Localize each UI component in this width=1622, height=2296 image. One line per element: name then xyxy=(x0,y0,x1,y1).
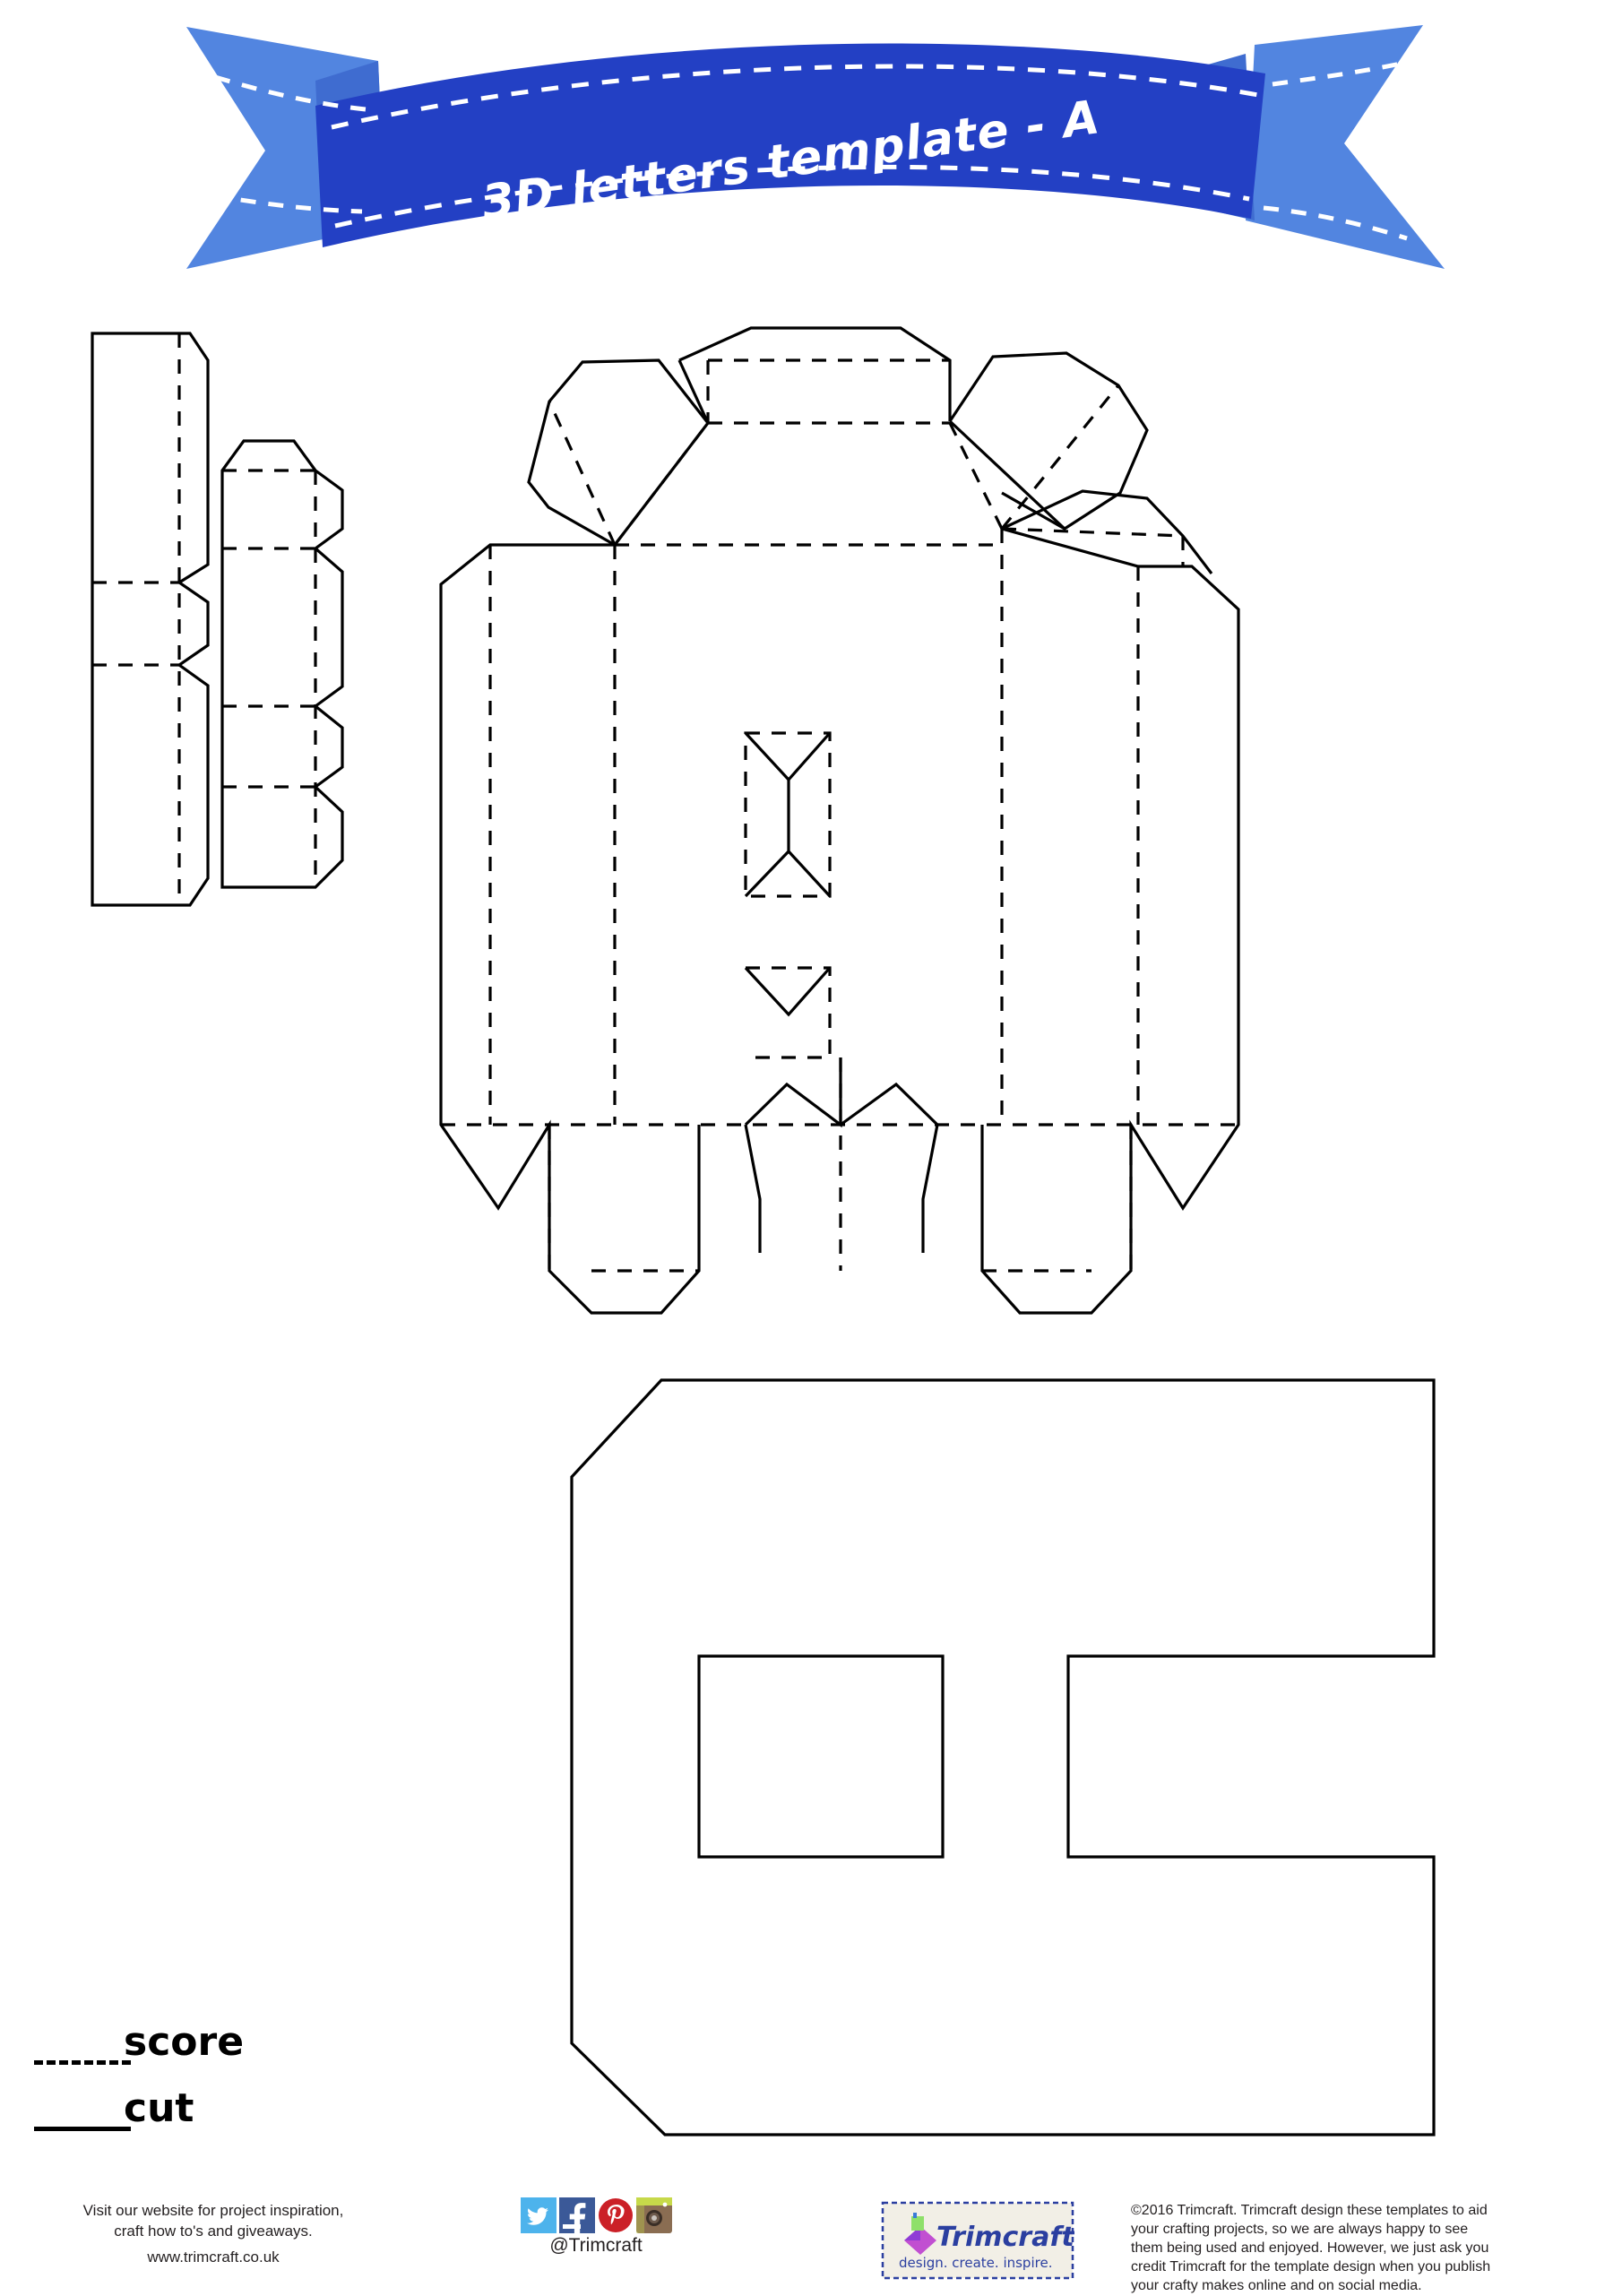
strip2-outline xyxy=(220,439,344,889)
top-right-flap-lower xyxy=(1001,491,1066,531)
top-right-flap xyxy=(948,351,1149,531)
facebook-icon[interactable] xyxy=(558,2197,595,2233)
logo-brand: Trimcraft xyxy=(936,2222,1074,2253)
footer-social: @Trimcraft xyxy=(488,2197,703,2257)
leg-left-inner xyxy=(744,1124,762,1253)
copyright-line-1: ©2016 Trimcraft. Trimcraft design these … xyxy=(1131,2203,1488,2218)
pinterest-icon[interactable] xyxy=(598,2197,634,2233)
top-centre-flap xyxy=(678,326,952,421)
banner: 3D letters template - A xyxy=(0,0,1622,269)
copyright-line-4: credit Trimcraft for the template design… xyxy=(1131,2259,1491,2275)
legend: score cut xyxy=(34,2019,410,2173)
logo-diamond-icon xyxy=(904,2213,936,2255)
leg-divider-2 xyxy=(840,1082,939,1126)
copyright-line-2: your crafting projects, so we are always… xyxy=(1131,2222,1469,2238)
right-body-outline xyxy=(980,527,1240,1315)
side-strip-left-inner xyxy=(220,439,344,889)
ribbon-front xyxy=(315,43,1265,248)
left-body-outline xyxy=(439,543,701,1315)
footer: Visit our website for project inspiratio… xyxy=(0,2194,1622,2294)
counter-lower-inner xyxy=(744,966,832,1017)
social-handle: @Trimcraft xyxy=(549,2235,643,2256)
letter-a-face xyxy=(570,1378,1436,2136)
logo-tagline: design. create. inspire. xyxy=(899,2255,1052,2271)
legend-label-cut: cut xyxy=(124,2085,194,2131)
top-right-outer-flap xyxy=(1001,489,1213,574)
social-icon-row xyxy=(488,2197,703,2233)
cut-line-sample xyxy=(34,2127,131,2131)
side-strip-left-outer xyxy=(91,332,210,907)
footer-copyright: ©2016 Trimcraft. Trimcraft design these … xyxy=(1131,2201,1600,2296)
promo-line-1: Visit our website for project inspiratio… xyxy=(82,2202,344,2219)
strip1-outline xyxy=(91,332,210,907)
letter-a-face-counter xyxy=(697,1654,945,1859)
stitch-front-bottom xyxy=(334,164,1250,229)
papercraft-net xyxy=(91,326,1436,2136)
website-url[interactable]: www.trimcraft.co.uk xyxy=(147,2248,280,2266)
score-line-sample xyxy=(34,2060,131,2065)
counter-upper-inner2 xyxy=(744,849,832,898)
letter-a-face-outline xyxy=(570,1378,1436,2136)
footer-website-promo: Visit our website for project inspiratio… xyxy=(25,2201,401,2268)
trimcraft-logo[interactable]: Trimcraft design. create. inspire. xyxy=(881,2201,1074,2280)
leg-right-inner xyxy=(921,1124,939,1253)
score-flap-right-outer xyxy=(1001,527,1184,538)
template-artwork xyxy=(0,197,1622,2151)
ribbon-tail-right xyxy=(1246,25,1445,269)
letter-a-wrap xyxy=(439,326,1240,1315)
score-flap-right-diag xyxy=(1000,384,1120,531)
promo-line-2: craft how to's and giveaways. xyxy=(114,2222,313,2240)
copyright-line-5: your crafty makes online and on social m… xyxy=(1131,2278,1422,2294)
score-flap-left-diag xyxy=(548,401,617,546)
counter-upper-inner xyxy=(744,731,832,782)
counter-lower-outline xyxy=(746,966,832,1059)
copyright-line-3: them being used and enjoyed. However, we… xyxy=(1131,2240,1489,2257)
banner-ribbon: 3D letters template - A xyxy=(186,25,1445,269)
stitch-tail-right xyxy=(1272,60,1406,87)
instagram-icon[interactable] xyxy=(635,2197,672,2233)
legend-item-score: score xyxy=(34,2019,410,2087)
top-left-flap xyxy=(527,358,710,548)
legend-item-cut: cut xyxy=(34,2085,410,2154)
legend-label-score: score xyxy=(124,2019,245,2065)
leg-divider xyxy=(744,1057,842,1128)
top-centre-flap-left xyxy=(677,359,710,424)
score-flap-right-diag2 xyxy=(948,422,1004,530)
stitch-front-top xyxy=(331,64,1259,130)
twitter-icon[interactable] xyxy=(520,2197,556,2233)
